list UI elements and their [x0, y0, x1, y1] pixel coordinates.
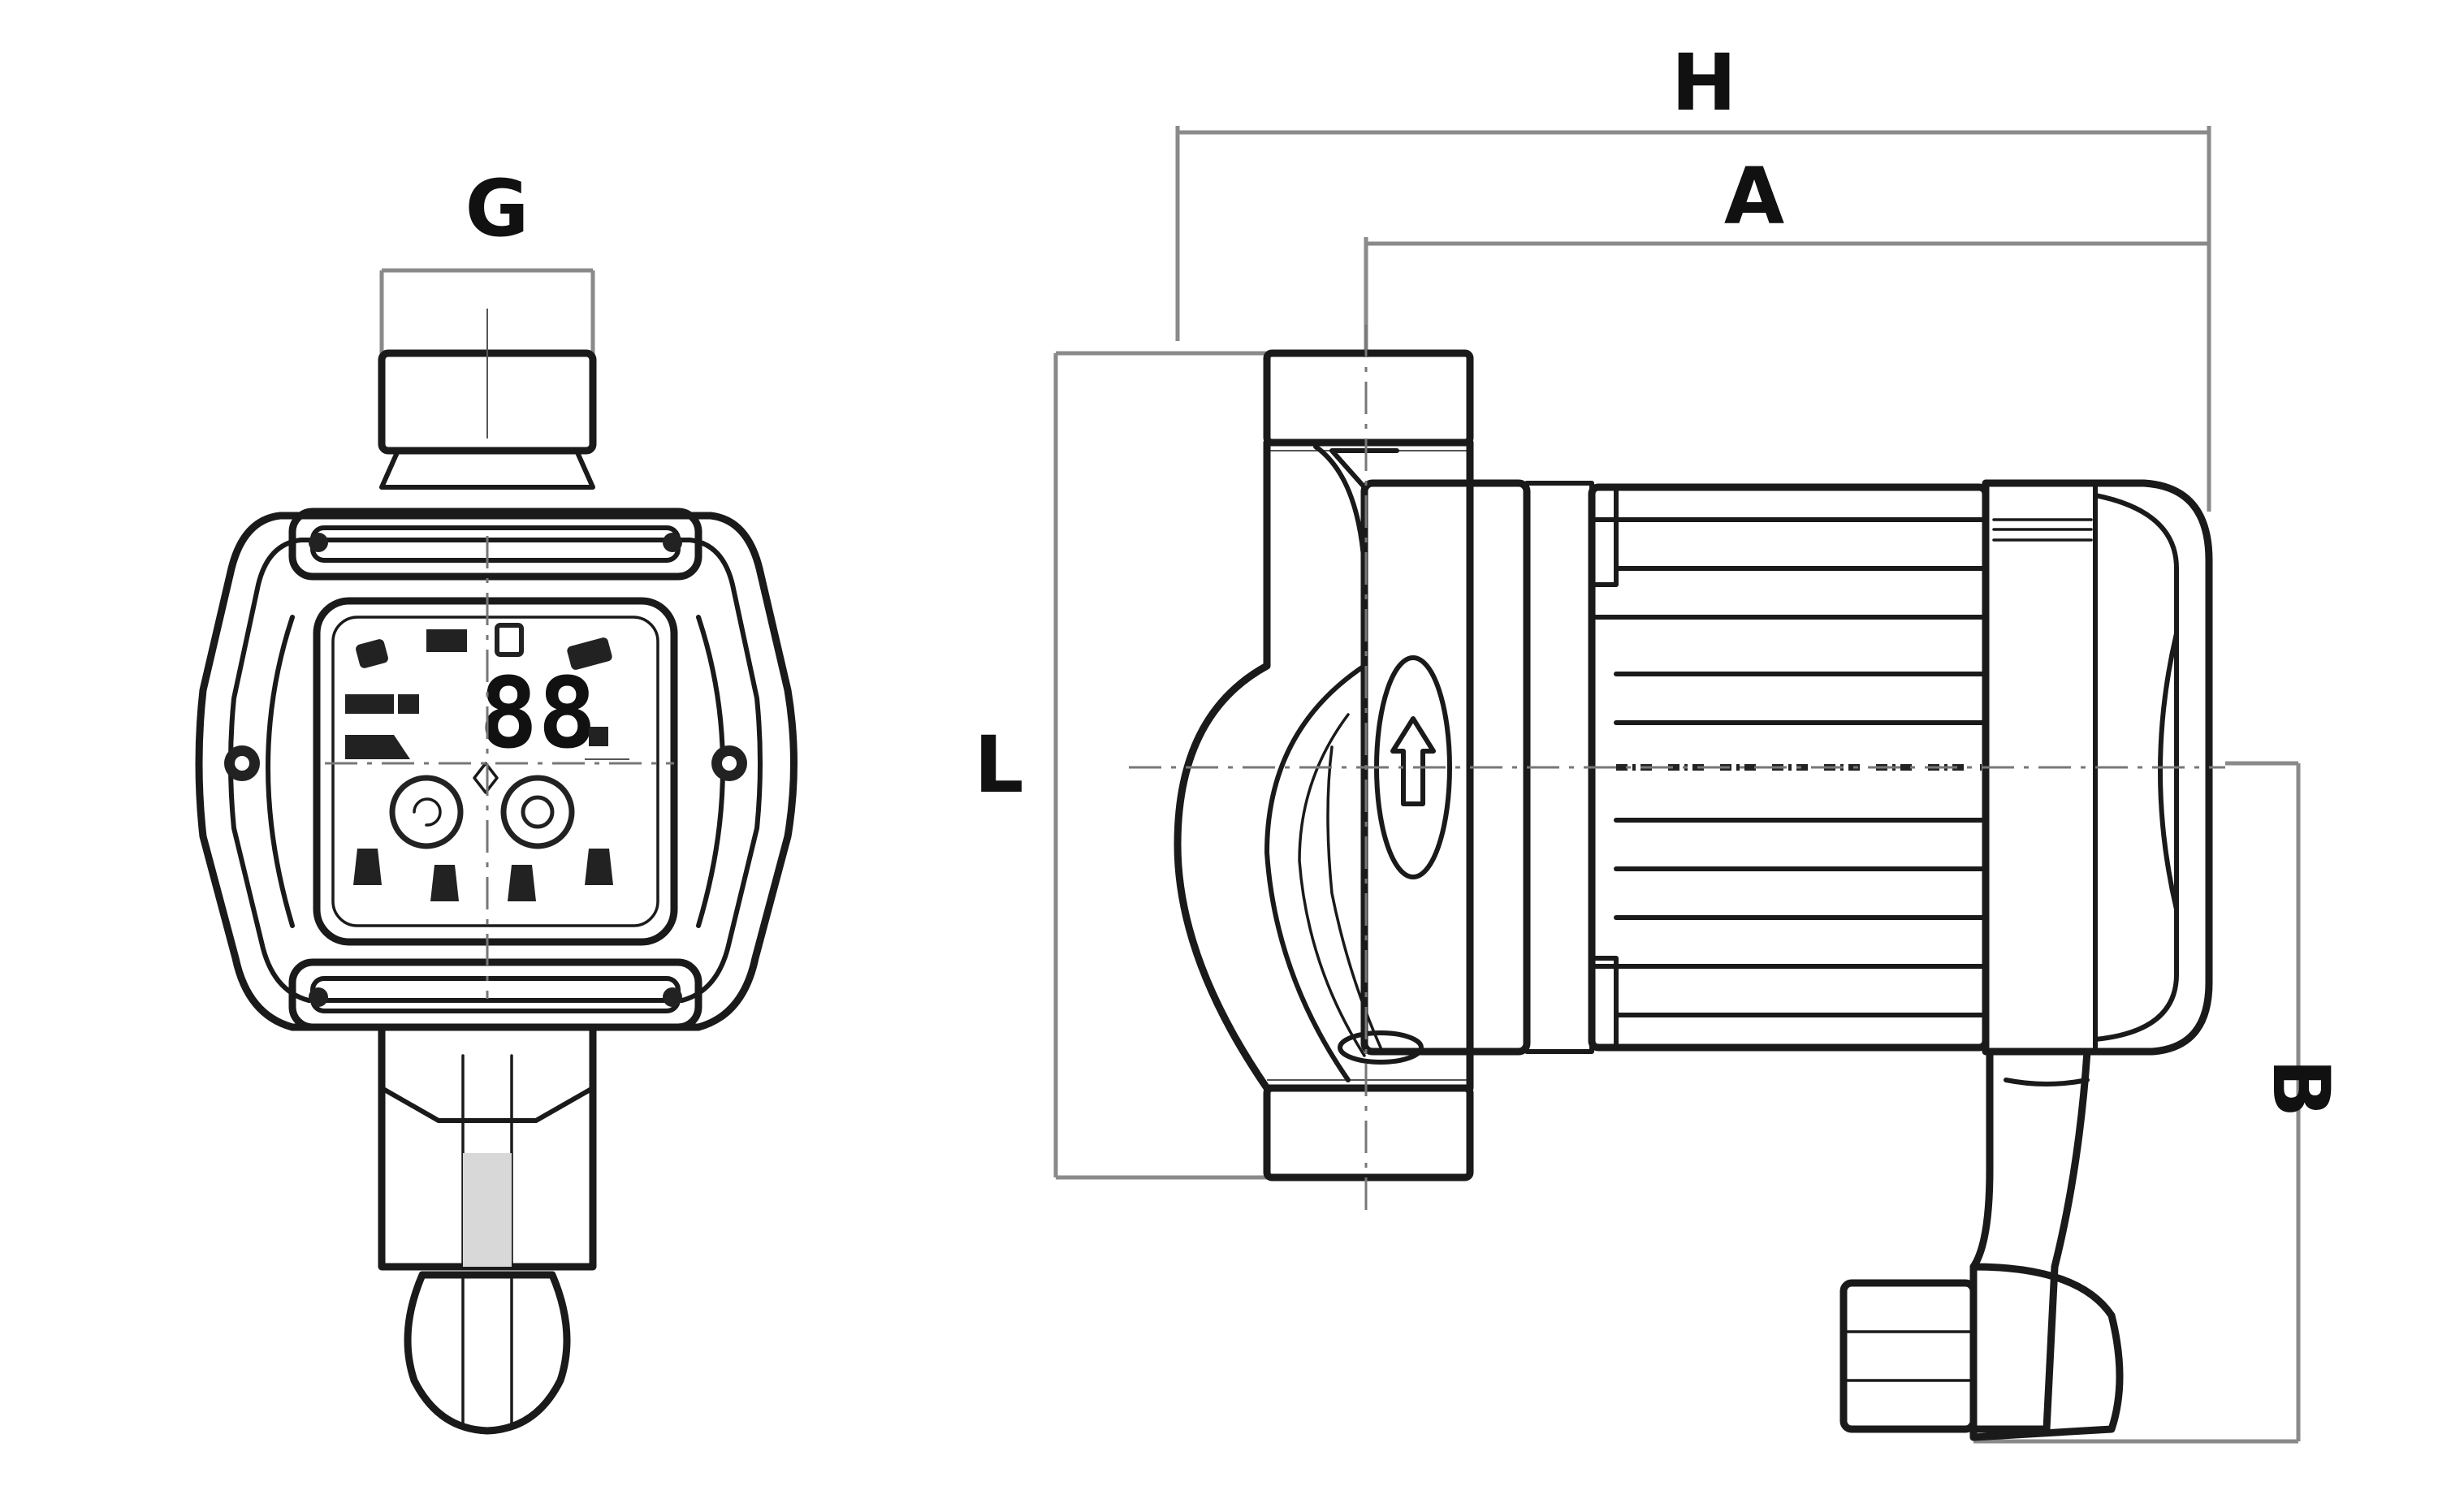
bottom-icon-1	[353, 849, 382, 885]
dial-right	[500, 775, 575, 849]
bottom-bar	[288, 958, 702, 1031]
cable-elbow	[1969, 1263, 2124, 1441]
bottom-icon-2	[430, 865, 459, 901]
control-panel	[313, 597, 678, 946]
dimension-l: L	[974, 351, 1267, 1180]
lower-port-nut	[1263, 1084, 1474, 1181]
mode-icon-3	[495, 623, 524, 657]
mode-icon-1	[356, 639, 388, 668]
dimension-g: G	[379, 163, 595, 357]
mode-icon-2	[426, 629, 467, 652]
dimension-a: A	[1364, 151, 2209, 357]
mode-icon-4	[567, 637, 612, 670]
front-view: G	[195, 163, 798, 1435]
label-g: G	[465, 163, 530, 254]
control-box	[1982, 479, 2213, 1056]
bottom-bulb	[404, 1271, 571, 1435]
top-bar	[288, 508, 702, 581]
dial-left	[389, 775, 464, 849]
bottom-icon-3	[508, 865, 536, 901]
screw-left	[224, 745, 260, 781]
status-icon-2	[345, 735, 410, 759]
label-b: B	[2255, 1058, 2346, 1117]
label-h: H	[1671, 37, 1736, 128]
cable-nut	[1839, 1279, 1978, 1433]
motor-fins	[1589, 517, 1988, 1017]
volute-housing	[1174, 438, 1474, 1092]
status-icon-1	[345, 694, 394, 714]
cable-gland	[1969, 1048, 2091, 1433]
dimension-h: H	[1175, 37, 2211, 512]
top-outlet-neck	[379, 448, 595, 490]
bottom-icon-4	[585, 849, 613, 885]
segment-display: 88	[479, 658, 597, 771]
flow-arrow-icon	[1390, 716, 1436, 806]
front-housing	[195, 512, 798, 1031]
dimension-b: B	[1973, 761, 2346, 1444]
front-housing-inner	[228, 538, 763, 1003]
screw-right	[711, 745, 747, 781]
label-a: A	[1724, 151, 1784, 242]
label-l: L	[974, 719, 1023, 810]
side-view: H A L B	[974, 37, 2346, 1444]
upper-port-nut	[1263, 349, 1474, 447]
diamond-indicator	[473, 762, 499, 794]
